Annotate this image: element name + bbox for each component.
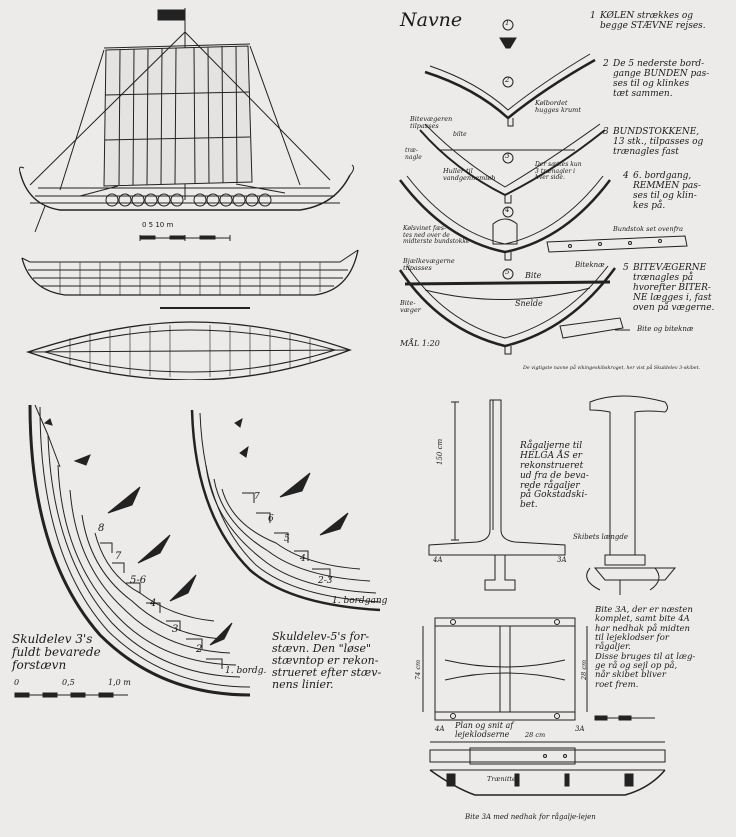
s5-strake-2-3: 2-3 [318,576,333,586]
label-huller: Huller til vandgennemløb [443,167,496,183]
s3-scale-0: 0 [14,678,20,687]
label-mal: MÅL 1:20 [400,339,440,348]
s3-strake-2: 2 [196,644,203,655]
bite3a-traenitte: Trænitte [487,775,516,783]
navne-step-2-text: De 5 nederste bord- gange BUNDEN pas- se… [613,59,710,99]
skuldelev3-stem-drawing [14,404,251,698]
label-der-saettes: Der sættes kun 3 trænagler i hver side. [535,161,582,182]
label-traenagle: træ- nagle [405,147,422,161]
circle-num-3: 3 [505,152,510,160]
bite3a-3a: 3A [575,725,585,733]
bite3a-4a: 4A [435,725,445,733]
s3-caption: Skuldelev 3's fuldt bevarede forstævn [12,632,101,673]
bite3a-drawing [422,617,666,796]
navne-step-2-num: 2 [603,59,609,69]
ragalje-text: Rågaljerne til HELGA ÅS er rekonstrueret… [520,441,589,511]
skuldelev3-panel: 8 7 5-6 4 3 2 1. bordg. Skuldelev 3's fu… [0,395,267,725]
skuldelev5-panel: 7 6 5 4 2-3 1. bordgang Skuldelev-5's fo… [180,395,410,725]
s5-caption: Skuldelev-5's for- stævn. Den "løse" stæ… [272,630,382,692]
label-bilte: bilte [453,131,467,138]
label-bite: Bite [525,271,542,280]
s5-strake-4: 4 [300,554,306,564]
label-bjaelkevaegerne: Bjælkevægerne tilpasses [403,257,455,273]
s3-strake-1: 1. bordg. [225,666,267,676]
circle-num-5: 5 [505,268,510,276]
bite3a-dim-top: 28 cm [525,731,546,739]
ship-drawings-panel: 0 5 10 m [0,0,380,380]
ragalje-panel: Rågaljerne til HELGA ÅS er rekonstrueret… [415,390,736,600]
s5-strake-5: 5 [284,534,290,544]
s3-strake-5-6: 5-6 [130,575,147,586]
navne-caption: De vigtigste navne på vikingeskibskroget… [523,366,701,371]
navne-step-5-num: 5 [623,263,629,273]
ship-side-view [19,8,359,380]
s3-strake-3: 3 [172,624,179,635]
navne-step-3-num: 3 [603,127,609,137]
circle-num-2: 2 [505,76,510,84]
skuldelev5-stem-drawing [190,409,381,612]
label-bitevaegeren-tilpasses: Bitevægeren tilpasses [410,115,453,131]
bite3a-bottom-caption: Bite 3A med nedhak for rågalje-lejen [465,813,596,821]
navne-step-5-text: BITEVÆGERNE trænagles på hvorefter BITER… [633,263,715,313]
bite3a-panel: Bite 3A, der er næsten komplet, samt bit… [414,600,736,837]
ragalje-dim-height: 150 cm [436,438,444,465]
s5-strake-1: 1. bordgang [332,596,388,606]
s3-strake-8: 8 [98,523,105,534]
navne-step-1-text: KØLEN strækkes og begge STÆVNE rejses. [600,11,706,31]
navne-step-1-num: 1 [590,11,596,21]
bite3a-dim-left: 74 cm [414,659,422,680]
circle-num-4: 4 [505,206,510,214]
navne-panel: Navne 1 KØLEN strækkes og begge STÆVNE r… [385,0,736,385]
circle-num-1: 1 [505,19,510,27]
bite3a-plan-caption: Plan og snit af lejeklodserne [455,721,514,739]
label-bundstok: Bundstok set ovenfra [613,225,684,233]
s3-strake-7: 7 [115,551,122,562]
ship-scale-label: 0 5 10 m [142,221,174,229]
navne-step-4-text: 6. bordgang, REMMEN pas- ses til og klin… [633,171,701,211]
label-kolsvinet: Kølsvinet fæs- tes ned over de midterste… [403,225,470,246]
bite3a-text: Bite 3A, der er næsten komplet, samt bit… [595,605,696,690]
ragalje-drawing [428,395,677,595]
label-biteknae: Biteknæ [575,261,605,269]
navne-construction-diagram [398,19,688,355]
navne-step-3-text: BUNDSTOKKENE, 13 stk., tilpasses og træn… [613,127,704,157]
s5-strake-6: 6 [268,514,274,524]
label-snelde: Snelde [515,299,543,308]
ragalje-3a: 3A [557,556,567,564]
label-bite-og-biteknae: Bite og biteknæ [637,325,694,333]
navne-title: Navne [400,9,463,31]
s3-scale-05: 0,5 [62,678,75,687]
s3-strake-4: 4 [150,598,157,609]
label-kolbordet: Kølbordet hugges krumt [535,99,581,115]
s3-scale-1m: 1,0 m [108,678,131,687]
navne-step-4-num: 4 [623,171,629,181]
s5-strake-7: 7 [254,492,260,502]
ragalje-4a: 4A [433,556,443,564]
label-bitevaeger: Bite- væger [400,299,421,315]
ragalje-skibets-laengde: Skibets længde [573,533,628,541]
bite3a-dim-right: 28 cm [580,659,588,680]
